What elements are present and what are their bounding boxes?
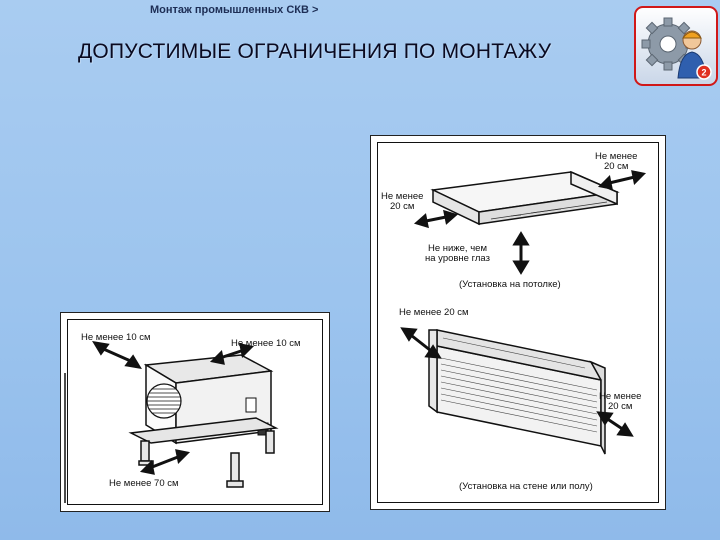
- breadcrumb: Монтаж промышленных СКВ >: [150, 4, 319, 16]
- floor-caption: (Установка на стене или полу): [459, 481, 593, 492]
- logo-badge: 2: [701, 68, 706, 78]
- outdoor-label-bottom: Не менее 70 см: [109, 478, 179, 489]
- ceiling-caption: (Установка на потолке): [459, 279, 561, 290]
- outdoor-label-top-right: Не менее 10 см: [231, 338, 301, 349]
- page-title: ДОПУСТИМЫЕ ОГРАНИЧЕНИЯ ПО МОНТАЖУ: [78, 40, 552, 63]
- logo: 2: [634, 6, 718, 86]
- indoor-unit-illustration: [400, 170, 647, 455]
- floor-label-top: Не менее 20 см: [399, 307, 469, 318]
- outdoor-unit-panel: Не менее 10 см Не менее 10 см Не менее 7…: [60, 312, 330, 512]
- gear-worker-icon: 2: [634, 6, 718, 86]
- outdoor-unit-illustration: [64, 340, 279, 503]
- outdoor-label-top-left: Не менее 10 см: [81, 332, 151, 343]
